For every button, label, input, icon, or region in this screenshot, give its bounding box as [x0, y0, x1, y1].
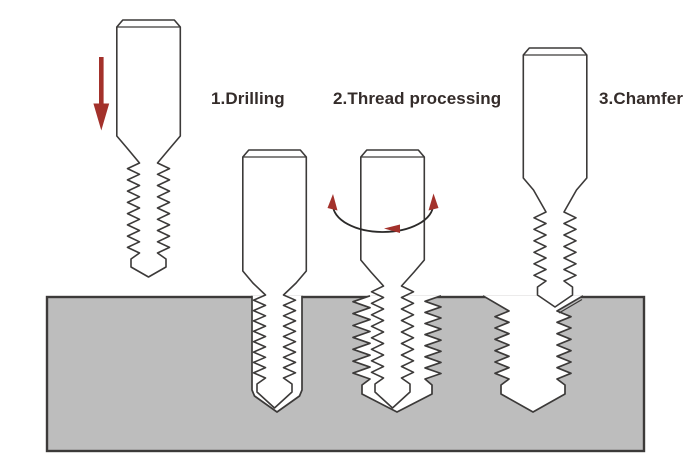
rotation-arrow-icon — [327, 193, 439, 233]
rotation-arrowhead-bottom — [384, 224, 400, 233]
tap-outline — [360, 149, 426, 409]
chamfered-threaded-hole — [482, 295, 584, 413]
rotation-arrowhead-right — [428, 193, 439, 211]
rotation-arc — [332, 204, 434, 233]
rotation-arrowhead-left — [327, 194, 338, 211]
step-label-thread-processing: 2.Thread processing — [333, 89, 502, 108]
tap-tool-drilling — [242, 149, 308, 409]
tap-outline — [522, 47, 588, 308]
tap-outline — [242, 149, 308, 409]
tap-tool-feed — [116, 19, 182, 278]
tap-outline — [116, 19, 182, 278]
tap-tool-threading — [360, 149, 426, 409]
step-label-chamfer: 3.Chamfer — [599, 89, 684, 108]
tap-tool-chamfer — [522, 47, 588, 308]
chamfer-edge-line — [558, 298, 583, 314]
down-arrow-icon — [93, 57, 110, 131]
step-label-drilling: 1.Drilling — [211, 89, 285, 108]
